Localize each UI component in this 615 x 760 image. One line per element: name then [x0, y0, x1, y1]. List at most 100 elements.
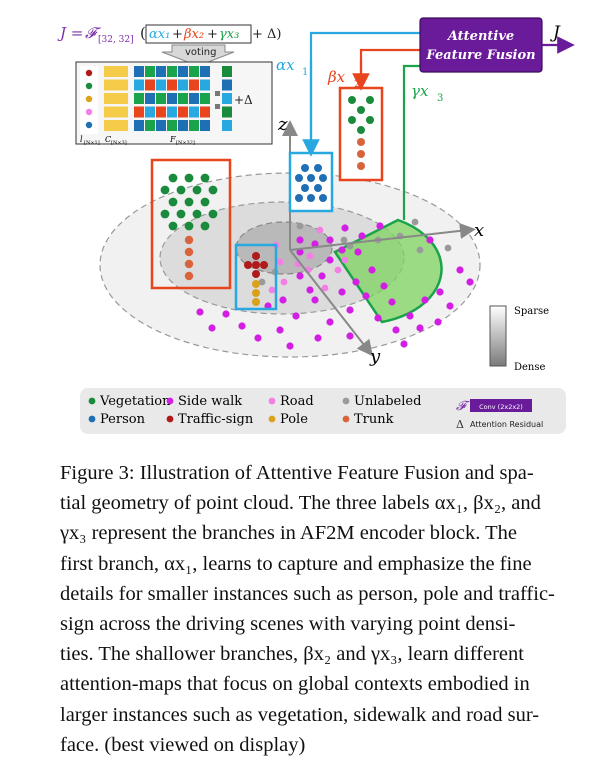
vegetation-point — [184, 197, 194, 207]
sidewalk-point — [436, 288, 444, 296]
sidewalk-point — [392, 326, 400, 334]
vegetation-point — [366, 96, 374, 104]
small-instance-box — [234, 243, 278, 311]
sidewalk-point — [311, 296, 319, 304]
road-point — [306, 252, 314, 260]
feature-cell — [156, 79, 166, 91]
voting-arrow: voting — [161, 44, 235, 67]
feature-cell — [145, 120, 155, 131]
label-dot — [85, 95, 93, 103]
unlabeled-point — [296, 222, 304, 230]
legend-swatch — [342, 397, 350, 405]
sidewalk-point — [352, 278, 360, 286]
traffic-sign-point — [244, 261, 252, 269]
vegetation-point — [357, 126, 365, 134]
feature-cell — [222, 120, 232, 131]
sidewalk-point — [338, 246, 346, 254]
vegetation-point — [176, 185, 186, 195]
feature-cell — [156, 66, 166, 77]
caption-line-2: tial geometry of point cloud. The three … — [60, 492, 541, 515]
sidewalk-point — [296, 272, 304, 280]
figure-illustration: J = 𝓕 [32, 32] ( αx₁ + βx₂ + γx₃ + Δ) vo… — [57, 17, 575, 434]
caption-line-1: Figure 3: Illustration of Attentive Feat… — [60, 462, 534, 484]
matrix-f-sub: [N×32] — [176, 140, 195, 146]
formula-open: ( — [140, 24, 146, 42]
sidewalk-point — [374, 314, 382, 322]
vegetation-point — [348, 96, 356, 104]
label-dot — [85, 108, 93, 116]
sidewalk-point — [296, 236, 304, 244]
branch-labels: αx 1 βx 2 γx 3 — [276, 56, 443, 104]
sidewalk-point — [208, 324, 216, 332]
alpha-sub: 1 — [302, 67, 308, 78]
sidewalk-point — [326, 236, 334, 244]
feature-cell — [178, 106, 188, 118]
unlabeled-point — [411, 218, 419, 226]
person-point — [295, 174, 303, 182]
figure-caption: Figure 3: Illustration of Attentive Feat… — [60, 458, 560, 760]
beta-label: βx — [327, 68, 346, 86]
sidewalk-point — [400, 340, 408, 348]
road-region-wedge — [333, 218, 443, 324]
road-point — [276, 258, 284, 266]
gamma-sub: 3 — [437, 93, 443, 104]
road-point — [316, 226, 324, 234]
feature-matrix — [134, 66, 232, 131]
sidewalk-point — [326, 256, 334, 264]
branch-connectors — [302, 31, 420, 220]
sidewalk-point — [466, 278, 474, 286]
sidewalk-point — [406, 312, 414, 320]
sidewalk-point — [196, 308, 204, 316]
person-point — [319, 194, 327, 202]
feature-cell — [178, 120, 188, 131]
label-dot — [85, 82, 93, 90]
legend-swatch — [268, 397, 276, 405]
feature-cell — [178, 79, 188, 91]
caption-line-6: sign across the driving scenes with vary… — [60, 613, 516, 636]
caption-line-10: face. (best viewed on display) — [60, 733, 306, 756]
feature-cell — [156, 93, 166, 104]
feature-cell — [222, 79, 232, 91]
trunk-point — [357, 150, 365, 158]
coord-cell — [104, 93, 128, 104]
sidewalk-point — [368, 266, 376, 274]
sidewalk-point — [276, 326, 284, 334]
axis-y: y — [369, 346, 381, 367]
feature-cell — [167, 66, 177, 77]
vegetation-point — [357, 106, 365, 114]
legend-swatch — [88, 397, 96, 405]
feature-cell — [200, 79, 210, 91]
vegetation-point — [168, 221, 178, 231]
feature-cell — [178, 93, 188, 104]
vegetation-point — [192, 185, 202, 195]
vegetation-point — [208, 209, 218, 219]
sidewalk-point — [311, 240, 319, 248]
caption-line-5: details for smaller instances such as pe… — [60, 582, 555, 605]
formula-beta: βx₂ — [183, 27, 204, 42]
sidewalk-point — [292, 312, 300, 320]
road-point — [268, 286, 276, 294]
sidewalk-point — [346, 332, 354, 340]
feature-cell — [134, 66, 144, 77]
legend-label: Person — [100, 412, 146, 427]
feature-cell — [222, 93, 232, 104]
feature-cell — [134, 93, 144, 104]
sidewalk-point — [376, 222, 384, 230]
vegetation-point — [192, 209, 202, 219]
formula-delta: + Δ) — [252, 27, 282, 42]
feature-cell — [189, 79, 199, 91]
trunk-point — [184, 271, 194, 281]
feature-cell — [145, 93, 155, 104]
caption-line-3: γx₃ represent the branches in AF2M encod… — [60, 522, 518, 545]
feature-cell — [167, 79, 177, 91]
feature-cell — [200, 66, 210, 77]
vegetation-point — [200, 221, 210, 231]
vegetation-point — [184, 173, 194, 183]
sidewalk-point — [426, 236, 434, 244]
feature-cell — [189, 93, 199, 104]
road-point — [321, 284, 329, 292]
formula-gamma: γx₃ — [219, 27, 239, 42]
label-vector — [80, 66, 98, 134]
caption-line-4: first branch, αx₁, learns to capture and… — [60, 552, 532, 575]
